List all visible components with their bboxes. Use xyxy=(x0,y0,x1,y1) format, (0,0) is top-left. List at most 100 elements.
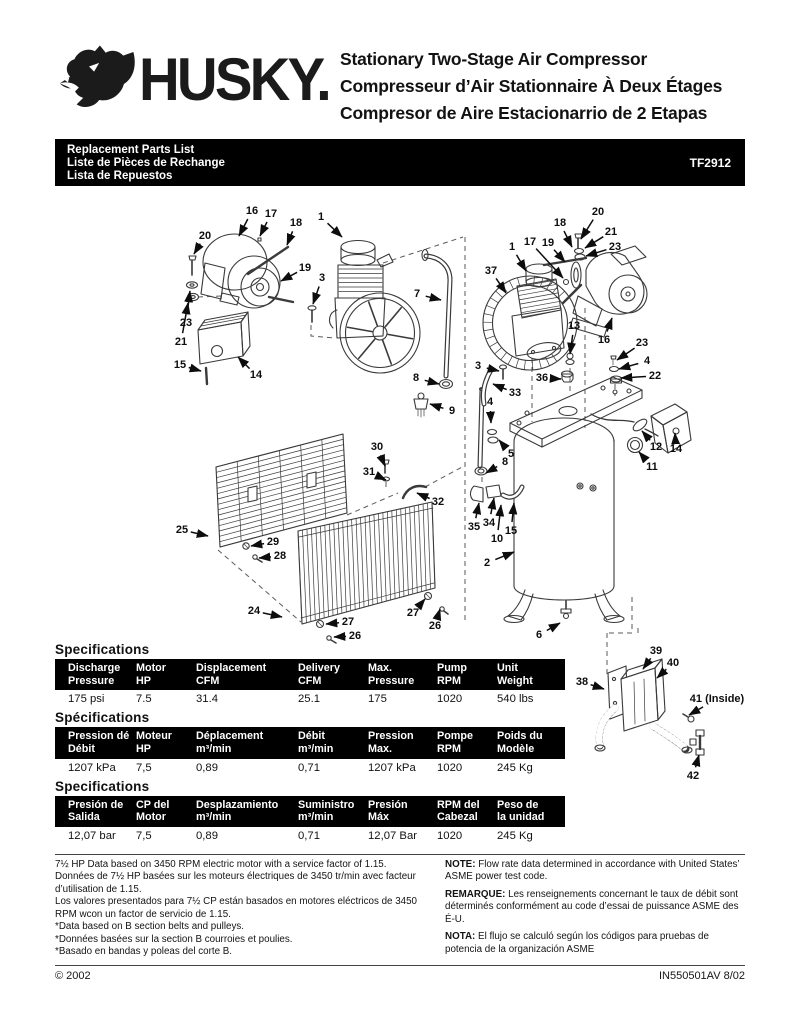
spec-value: 245 Kg xyxy=(497,829,533,842)
spec-col-header: Peso de la unidad xyxy=(497,795,565,827)
diagram-callout-number: 33 xyxy=(509,387,521,399)
diagram-callout-number: 25 xyxy=(176,524,188,536)
spec-col-header: Débit m³/min xyxy=(298,727,368,759)
footnote-note-es: NOTA: El flujo se calculó según los códi… xyxy=(445,931,745,956)
diagram-callout-number: 5 xyxy=(508,448,514,460)
spec-col-header: Displacement CFM xyxy=(196,659,298,691)
callout-arrow xyxy=(425,292,442,302)
diagram-callout-number: 31 xyxy=(363,466,375,478)
model-number: TF2912 xyxy=(689,155,731,170)
diagram-callout-number: 3 xyxy=(475,360,481,372)
footnote-note-fr: REMARQUE: Les renseignements concernant … xyxy=(445,889,745,926)
banner-line-en: Replacement Parts List xyxy=(67,144,195,156)
footnote-line: 7½ HP Data based on 3450 RPM electric mo… xyxy=(55,859,387,870)
callout-arrow xyxy=(258,552,272,562)
diagram-callout-number: 19 xyxy=(299,262,311,274)
spec-col-header: Discharge Pressure xyxy=(55,659,136,691)
callout-arrow xyxy=(487,497,497,515)
callout-arrow xyxy=(472,502,482,519)
diagram-callout-number: 19 xyxy=(542,237,554,249)
diagram-callout-number: 6 xyxy=(536,629,542,641)
callout-arrow xyxy=(688,705,704,716)
spec-value: 12,07 bar xyxy=(68,829,116,842)
spec-col-header: Unit Weight xyxy=(497,659,565,691)
callout-arrow xyxy=(590,681,605,690)
spec-value: 25.1 xyxy=(298,693,320,706)
diagram-callout-number: 17 xyxy=(524,236,536,248)
callout-arrow xyxy=(642,657,654,670)
diagram-callout-number: 27 xyxy=(407,607,419,619)
spec-col-header: Presión de Salida xyxy=(55,795,136,827)
diagram-callout-number: 18 xyxy=(554,217,566,229)
diagram-callout-number: 14 xyxy=(670,443,683,455)
callout-arrow xyxy=(333,631,347,641)
callout-arrow xyxy=(326,222,343,238)
callout-arrow xyxy=(250,539,265,549)
diagram-callout-number: 41 (Inside) xyxy=(690,693,745,705)
note-text: Les renseignements concernant le taux de… xyxy=(445,888,739,925)
spec-value: 12,07 Bar xyxy=(368,829,417,842)
diagram-callout-number: 8 xyxy=(413,372,419,384)
spec-col-header: CP del Motor xyxy=(136,795,196,827)
diagram-callout-number: 15 xyxy=(505,525,517,537)
product-title-es: Compresor de Aire Estacionarrio de 2 Eta… xyxy=(340,103,708,123)
spec-col-header: Desplazamiento m³/min xyxy=(196,795,298,827)
callout-arrow xyxy=(638,451,650,464)
callout-arrow xyxy=(603,317,613,332)
diagram-callout-number: 13 xyxy=(568,320,580,332)
diagram-callout-number: 14 xyxy=(250,369,263,381)
spec-value: 7.5 xyxy=(136,693,152,706)
diagram-callout-number: 21 xyxy=(605,226,617,238)
spec-value: 0,89 xyxy=(196,761,218,774)
callout-arrow xyxy=(259,221,270,237)
husky-wolf-icon xyxy=(59,45,135,107)
callout-arrow xyxy=(416,492,430,502)
diagram-callout-number: 1 xyxy=(509,241,515,253)
spec-value: 540 lbs xyxy=(497,693,534,706)
callout-arrow xyxy=(546,622,561,633)
diagram-callout-number: 4 xyxy=(487,396,494,408)
callout-arrow xyxy=(641,430,653,443)
footnote-line: *Données basées sur la section B courroi… xyxy=(55,933,293,945)
callout-arrow xyxy=(616,347,636,361)
callout-arrow xyxy=(485,410,495,424)
callout-arrow xyxy=(562,230,573,248)
callout-arrow xyxy=(553,249,566,263)
diagram-callout-number: 4 xyxy=(644,355,651,367)
product-title-en: Stationary Two-Stage Air Compressor xyxy=(340,49,648,69)
diagram-callout-number: 28 xyxy=(274,550,286,562)
footnotes-left-column: 7½ HP Data based on 3450 RPM electric mo… xyxy=(55,859,427,959)
diagram-callout-number: 34 xyxy=(483,517,496,529)
footnote-line: *Data based on B section belts and pulle… xyxy=(55,921,244,933)
brand-wordmark: HUSKY. xyxy=(139,46,332,113)
footnote-note-en: NOTE: Flow rate data determined in accor… xyxy=(445,859,745,884)
callout-arrow xyxy=(262,610,283,620)
spec-col-header: Motor HP xyxy=(136,659,196,691)
spec-col-header: Presión Máx xyxy=(368,795,437,827)
spec-col-header: Pression dé Débit xyxy=(55,727,136,759)
grille-holes xyxy=(247,471,317,503)
spec-value: 7,5 xyxy=(136,829,152,842)
diagram-callout-number: 16 xyxy=(246,205,258,217)
spec-value: 7,5 xyxy=(136,761,152,774)
spec-value: 0,71 xyxy=(298,761,320,774)
callout-arrow xyxy=(432,608,442,622)
callout-arrow xyxy=(585,248,607,257)
diagram-callout-number: 42 xyxy=(687,770,699,782)
spec-value: 1207 kPa xyxy=(368,761,416,774)
callout-arrow xyxy=(485,463,498,474)
diagram-callout-number: 20 xyxy=(199,230,211,242)
diagram-callout-number: 21 xyxy=(175,336,187,348)
callout-arrow xyxy=(414,598,426,611)
diagram-callout-number: 23 xyxy=(180,317,192,329)
callout-arrow xyxy=(429,403,444,412)
diagram-callout-number: 1 xyxy=(318,211,324,223)
product-titles: Stationary Two-Stage Air Compressor Comp… xyxy=(340,46,748,127)
callout-arrow xyxy=(312,286,321,305)
diagram-callout-number: 11 xyxy=(646,461,658,473)
diagram-callout-number: 24 xyxy=(248,605,261,617)
diagram-callout-number: 22 xyxy=(649,370,661,382)
diagram-callout-number: 23 xyxy=(636,337,648,349)
